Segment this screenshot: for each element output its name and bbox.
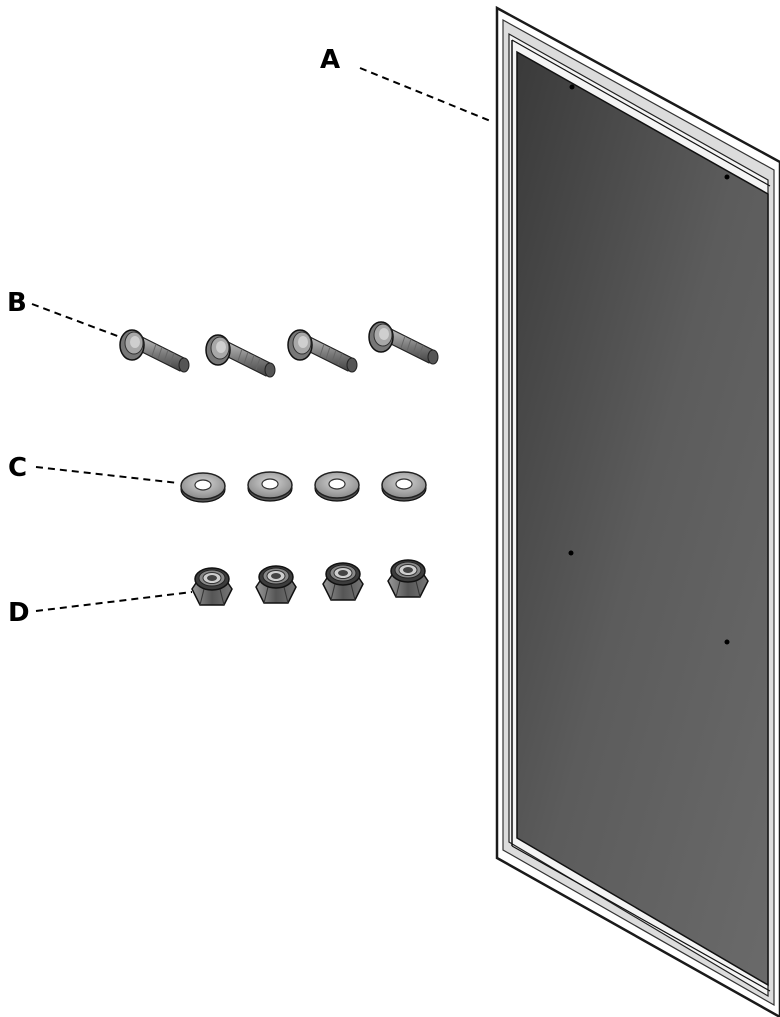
panel-edge-bottom-inner — [511, 845, 771, 992]
panel-hole — [724, 639, 730, 645]
bolt-b — [119, 329, 190, 373]
washer-c — [180, 472, 226, 503]
callout-label-c: C — [8, 453, 28, 483]
lock-nut-d — [255, 565, 297, 604]
panel-hole — [724, 174, 730, 180]
panel-edge-top-inner — [511, 39, 771, 187]
lock-nut-d — [387, 559, 429, 598]
leader-line-c — [35, 466, 179, 484]
bolt-b — [287, 329, 358, 373]
washer-c — [314, 471, 360, 502]
panel-hole — [569, 84, 575, 90]
washer-c — [381, 471, 427, 502]
callout-label-b: B — [7, 288, 27, 318]
lock-nut-d — [322, 562, 364, 601]
leader-line-a — [359, 67, 494, 123]
lock-nut-d — [191, 567, 233, 606]
callout-label-d: D — [8, 598, 30, 628]
bolt-b — [368, 321, 439, 365]
leader-line-b — [31, 303, 129, 341]
callout-label-a: A — [320, 45, 341, 75]
washer-c — [247, 471, 293, 502]
panel-surface — [516, 50, 769, 987]
leader-line-d — [35, 591, 193, 612]
panel-a — [495, 5, 780, 1017]
bolt-b — [205, 334, 276, 378]
panel-hole — [568, 550, 574, 556]
